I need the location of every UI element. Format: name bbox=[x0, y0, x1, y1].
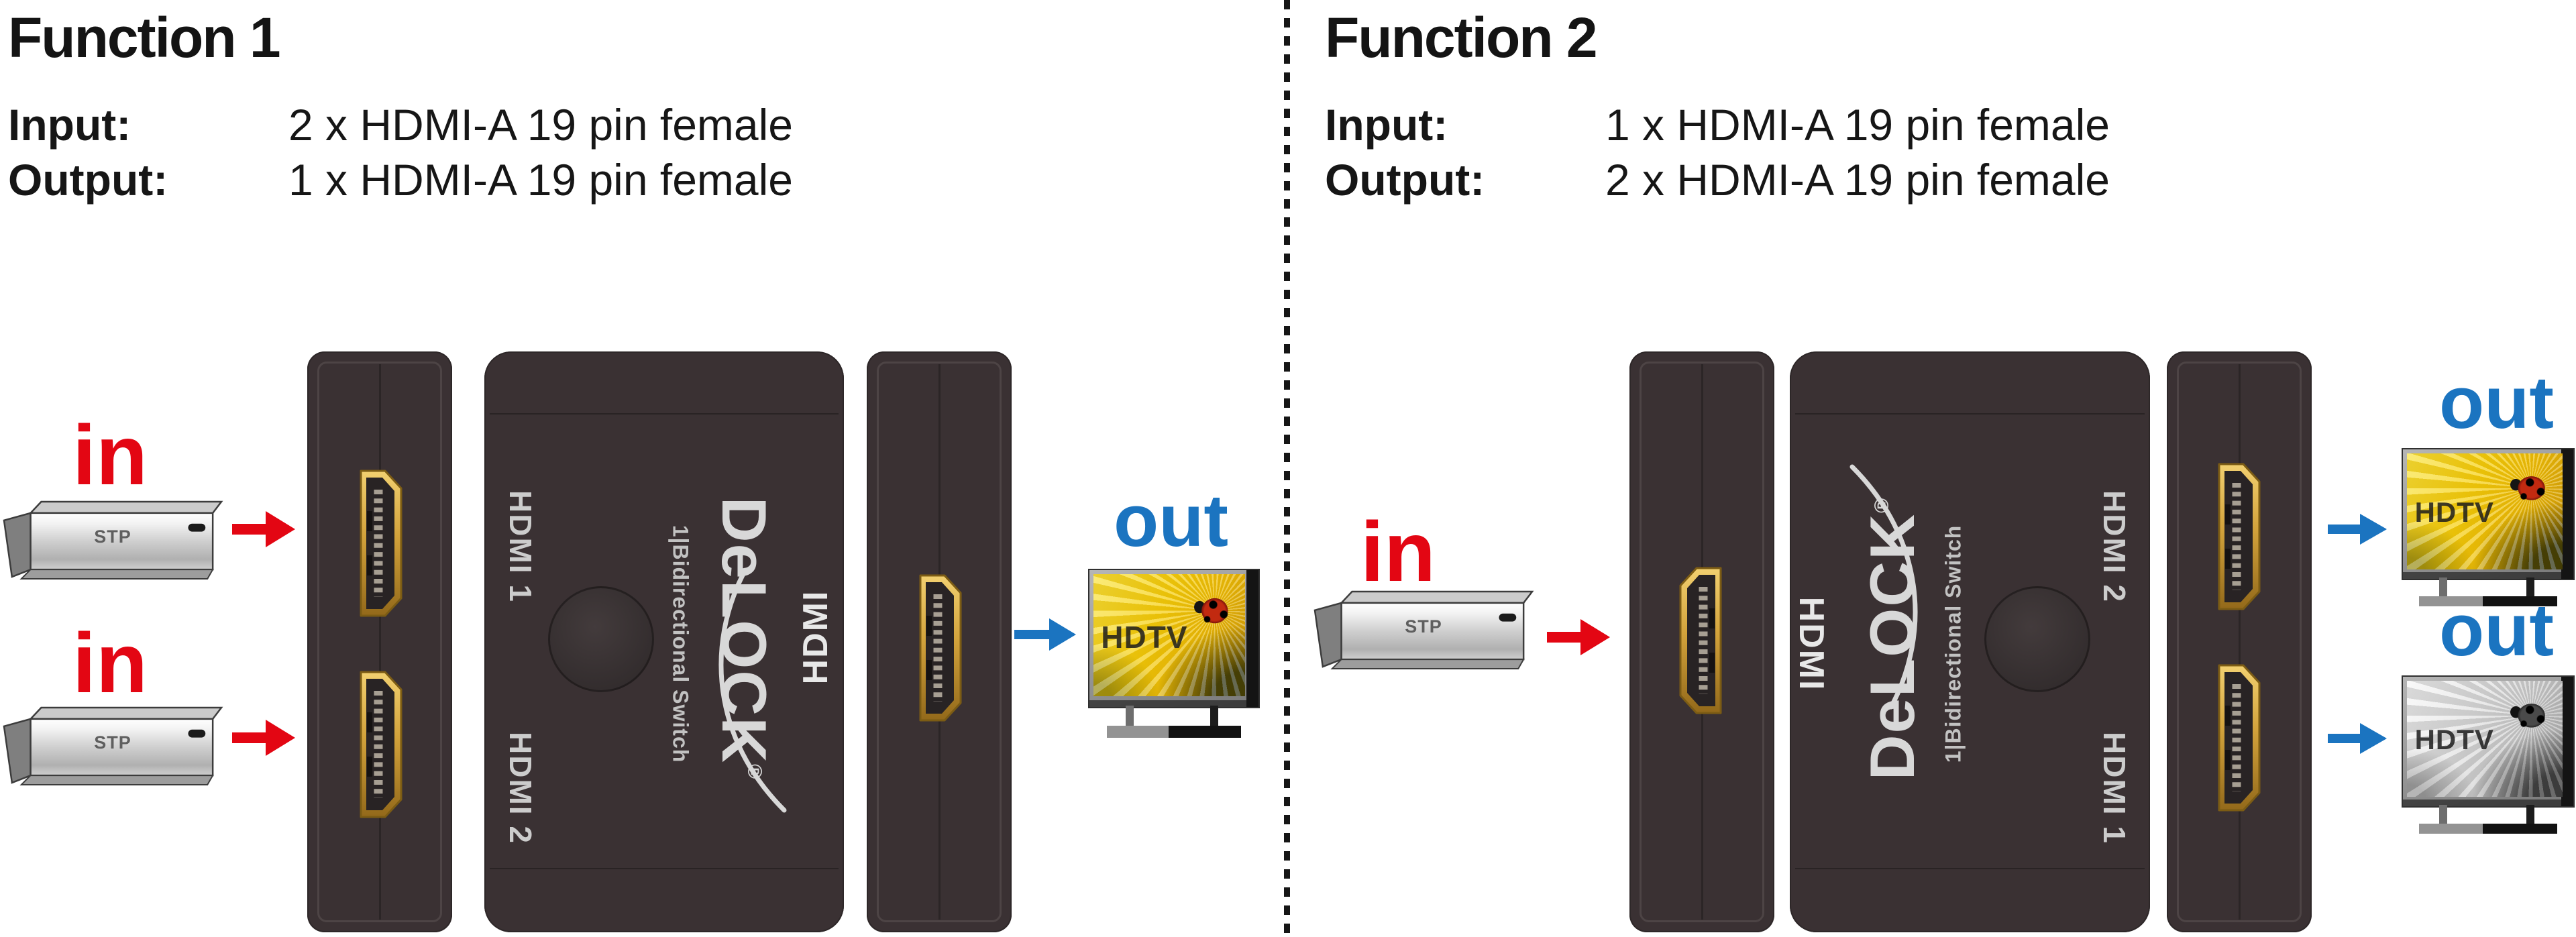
spec-label-input: Input: bbox=[8, 100, 131, 150]
hdtv-label: HDTV bbox=[2414, 496, 2494, 528]
hdtv-screen: HDTV bbox=[2407, 453, 2563, 569]
spec-label-input: Input: bbox=[1325, 100, 1448, 150]
spec-label-output: Output: bbox=[1325, 155, 1485, 205]
hdtv-screen: HDTV bbox=[1093, 574, 1245, 696]
tv-stand-leg bbox=[1126, 706, 1134, 726]
flower-ladybug-image bbox=[1093, 574, 1245, 696]
red-arrow-icon bbox=[232, 508, 295, 554]
hdmi-port-icon bbox=[356, 470, 404, 617]
brand-text: DeLOCK bbox=[709, 496, 780, 765]
spec-row: Input: 2 x HDMI-A 19 pin female bbox=[8, 99, 793, 150]
spec-row: Input: 1 x HDMI-A 19 pin female bbox=[1325, 99, 2110, 150]
switch-body bbox=[484, 351, 844, 932]
panel-seam bbox=[379, 364, 381, 920]
hdmi-input-panel bbox=[307, 351, 452, 932]
flower-ladybug-image-grayscale bbox=[2407, 681, 2563, 797]
function-2-title: Function 2 bbox=[1325, 6, 1598, 69]
stp-label: STP bbox=[1405, 616, 1442, 637]
spec-label-output: Output: bbox=[8, 155, 168, 205]
logo-swoosh-icon bbox=[718, 567, 787, 813]
hdmi-port-icon bbox=[2214, 664, 2262, 812]
delock-logo: DeLOCK® bbox=[709, 451, 798, 826]
tv-stand-base bbox=[2419, 824, 2557, 834]
out-label: out bbox=[2439, 589, 2555, 671]
delock-one-mark: 1| bbox=[1941, 743, 1966, 763]
port-label-hdmi2: HDMI 2 bbox=[2097, 490, 2132, 603]
stp-box-icon bbox=[3, 500, 223, 580]
tv-stand-leg bbox=[2526, 577, 2534, 596]
delock-logo: DeLOCK® bbox=[1839, 451, 1927, 826]
switch-button bbox=[548, 586, 654, 692]
hdtv: HDTV bbox=[2402, 675, 2575, 835]
panel-seam bbox=[2239, 364, 2241, 920]
spec-row: Output: 2 x HDMI-A 19 pin female bbox=[1325, 154, 2110, 205]
tv-stand-base bbox=[2419, 596, 2557, 606]
stp-box-icon bbox=[1313, 590, 1534, 669]
tv-stand-base bbox=[1107, 726, 1241, 738]
single-port-label-hdmi: HDMI bbox=[796, 590, 835, 685]
blue-arrow-icon bbox=[2328, 720, 2387, 760]
stp-box-icon bbox=[3, 706, 223, 785]
port-label-hdmi2: HDMI 2 bbox=[503, 732, 538, 844]
tv-stand-leg bbox=[2439, 805, 2447, 824]
port-label-hdmi1: HDMI 1 bbox=[503, 490, 538, 603]
in-label: in bbox=[1360, 504, 1436, 599]
stp-label: STP bbox=[94, 732, 131, 753]
bidirectional-switch-label: 1|Bidirectional Switch bbox=[668, 525, 693, 763]
stp-box: STP bbox=[1, 705, 224, 788]
hdtv-screen: HDTV bbox=[2407, 681, 2563, 797]
switch-button bbox=[1984, 586, 2090, 692]
delock-one-mark: 1| bbox=[668, 525, 693, 545]
function-1-title: Function 1 bbox=[8, 6, 281, 69]
spec-row: Output: 1 x HDMI-A 19 pin female bbox=[8, 154, 793, 205]
tv-stand-leg bbox=[2526, 805, 2534, 824]
stp-box: STP bbox=[1, 499, 224, 582]
port-label-hdmi1: HDMI 1 bbox=[2097, 732, 2132, 844]
brand-text: DeLOCK bbox=[1857, 512, 1927, 781]
registered-mark: ® bbox=[1871, 496, 1893, 513]
flower-ladybug-image bbox=[2407, 453, 2563, 569]
hdtv-bezel bbox=[2561, 449, 2573, 579]
hdtv-label: HDTV bbox=[2414, 724, 2494, 755]
red-arrow-icon bbox=[1547, 616, 1610, 662]
out-label: out bbox=[2439, 362, 2555, 444]
hdmi-port-icon bbox=[1678, 567, 1726, 714]
in-label: in bbox=[72, 616, 148, 710]
out-label: out bbox=[1114, 480, 1229, 562]
hdtv-label: HDTV bbox=[1101, 620, 1188, 655]
registered-mark: ® bbox=[743, 764, 765, 781]
spec-value-output: 1 x HDMI-A 19 pin female bbox=[288, 155, 793, 205]
spec-value-input: 2 x HDMI-A 19 pin female bbox=[288, 100, 793, 150]
hdtv: HDTV bbox=[1088, 569, 1260, 738]
blue-arrow-icon bbox=[1014, 616, 1076, 657]
stp-label: STP bbox=[94, 526, 131, 547]
hdtv-bezel bbox=[2561, 677, 2573, 806]
hdmi-output-panel bbox=[2167, 351, 2312, 932]
logo-swoosh-icon bbox=[1849, 464, 1918, 710]
hdmi-port-icon bbox=[356, 671, 404, 818]
in-label: in bbox=[72, 408, 148, 502]
tv-stand-leg bbox=[2439, 577, 2447, 596]
dashed-divider-line bbox=[1284, 0, 1290, 937]
red-arrow-icon bbox=[232, 716, 295, 763]
blue-arrow-icon bbox=[2328, 511, 2387, 551]
hdmi-port-icon bbox=[915, 574, 963, 722]
single-port-label-hdmi: HDMI bbox=[1792, 596, 1831, 692]
spec-value-output: 2 x HDMI-A 19 pin female bbox=[1605, 155, 2110, 205]
spec-value-input: 1 x HDMI-A 19 pin female bbox=[1605, 100, 2110, 150]
hdtv-bezel bbox=[1246, 570, 1258, 707]
bidirectional-switch-label: 1|Bidirectional Switch bbox=[1941, 525, 1966, 763]
hdmi-port-icon bbox=[2214, 463, 2262, 610]
hdtv: HDTV bbox=[2402, 448, 2575, 606]
tv-stand-leg bbox=[1210, 706, 1218, 726]
stp-box: STP bbox=[1312, 589, 1535, 672]
